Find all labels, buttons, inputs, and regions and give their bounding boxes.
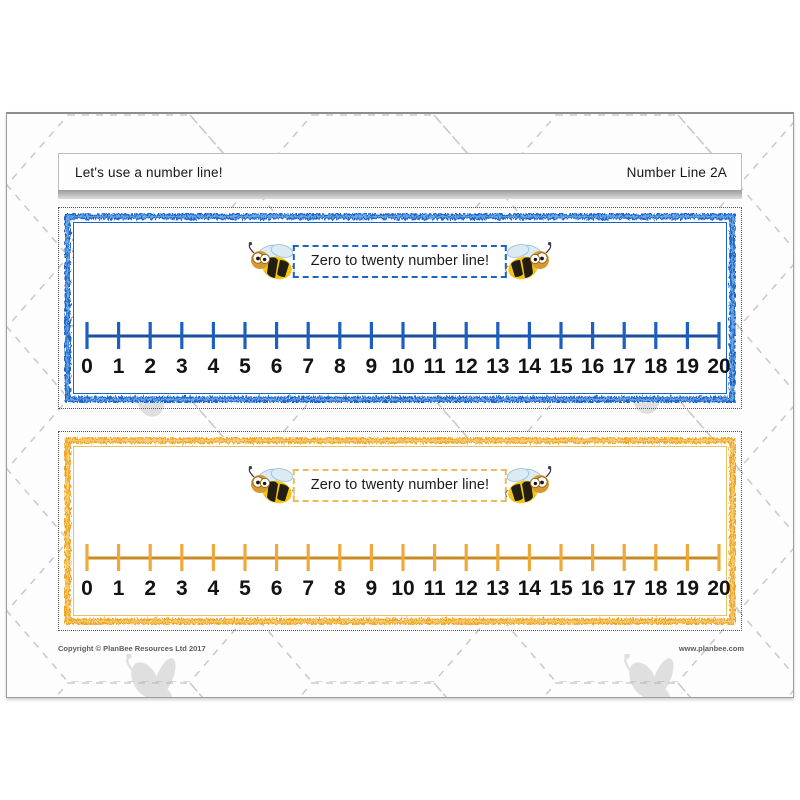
axis-label: 5 (239, 355, 251, 378)
axis-label: 16 (580, 355, 605, 378)
axis-label: 8 (333, 577, 346, 600)
axis-label: 16 (580, 577, 605, 600)
axis-label: 11 (423, 577, 446, 600)
axis-label: 3 (175, 577, 188, 600)
axis-label: 15 (549, 355, 573, 378)
worksheet-reference: Number Line 2A (626, 164, 727, 180)
axis-label: 4 (207, 577, 220, 600)
axis-label: 8 (333, 355, 346, 378)
caption-orange: Zero to twenty number line! (292, 469, 508, 502)
worksheet-header: Let's use a number line! Number Line 2A (58, 153, 742, 190)
axis-label: 3 (175, 355, 188, 378)
number-line-content-orange: Zero to twenty number line! (77, 450, 731, 612)
number-line-section-orange: Zero to twenty number line! (58, 431, 742, 631)
axis-label: 2 (144, 355, 157, 378)
ghost-bee-icon (624, 654, 674, 697)
axis-label: 1 (112, 577, 125, 600)
axis-label: 13 (486, 577, 510, 600)
axis-ticks-orange (85, 544, 721, 571)
axis-label: 19 (675, 577, 700, 600)
axis-label: 14 (517, 355, 542, 378)
axis-label: 7 (302, 355, 315, 378)
ghost-bee-icon (126, 654, 176, 697)
caption-blue: Zero to twenty number line! (292, 245, 508, 278)
bee-icon (248, 466, 295, 504)
axis-label: 10 (391, 577, 415, 600)
axis-label: 13 (486, 355, 510, 378)
axis-label: 20 (707, 355, 731, 378)
axis-label: 17 (612, 577, 636, 600)
axis-label: 2 (144, 577, 157, 600)
axis-label: 0 (81, 355, 93, 378)
axis-label: 6 (270, 355, 283, 378)
axis-label: 11 (423, 355, 446, 378)
axis-label: 18 (644, 355, 668, 378)
worksheet-footer: Copyright © PlanBee Resources Ltd 2017 w… (58, 644, 744, 653)
worksheet-page: Let's use a number line! Number Line 2A (6, 112, 794, 698)
axis-ticks-blue (85, 322, 721, 349)
axis-label: 9 (365, 577, 378, 600)
axis-label: 9 (365, 355, 378, 378)
axis-label: 12 (454, 355, 478, 378)
bee-icon (505, 466, 552, 504)
axis-label: 19 (675, 355, 700, 378)
page-title: Let's use a number line! (75, 164, 223, 180)
axis-label: 0 (81, 577, 93, 600)
axis-label: 7 (302, 577, 315, 600)
number-line-card-orange: Zero to twenty number line! (64, 437, 736, 625)
axis-label: 15 (549, 577, 573, 600)
axis-label: 4 (207, 355, 220, 378)
number-line-section-blue: Zero to twenty number line! (58, 207, 742, 409)
bee-icon (505, 242, 552, 280)
axis-label: 12 (454, 577, 478, 600)
axis-label: 20 (707, 577, 731, 600)
header-shadow-band (58, 190, 742, 199)
number-line-content-blue: Zero to twenty number line! (77, 226, 731, 390)
axis-label: 10 (391, 355, 415, 378)
number-line-card-blue: Zero to twenty number line! (64, 213, 736, 403)
axis-label: 6 (270, 577, 283, 600)
axis-label: 17 (612, 355, 636, 378)
axis-label: 18 (644, 577, 668, 600)
axis-label: 14 (517, 577, 542, 600)
axis-label: 1 (112, 355, 125, 378)
axis-label: 5 (239, 577, 251, 600)
copyright-text: Copyright © PlanBee Resources Ltd 2017 (58, 644, 206, 653)
website-link[interactable]: www.planbee.com (678, 644, 744, 653)
